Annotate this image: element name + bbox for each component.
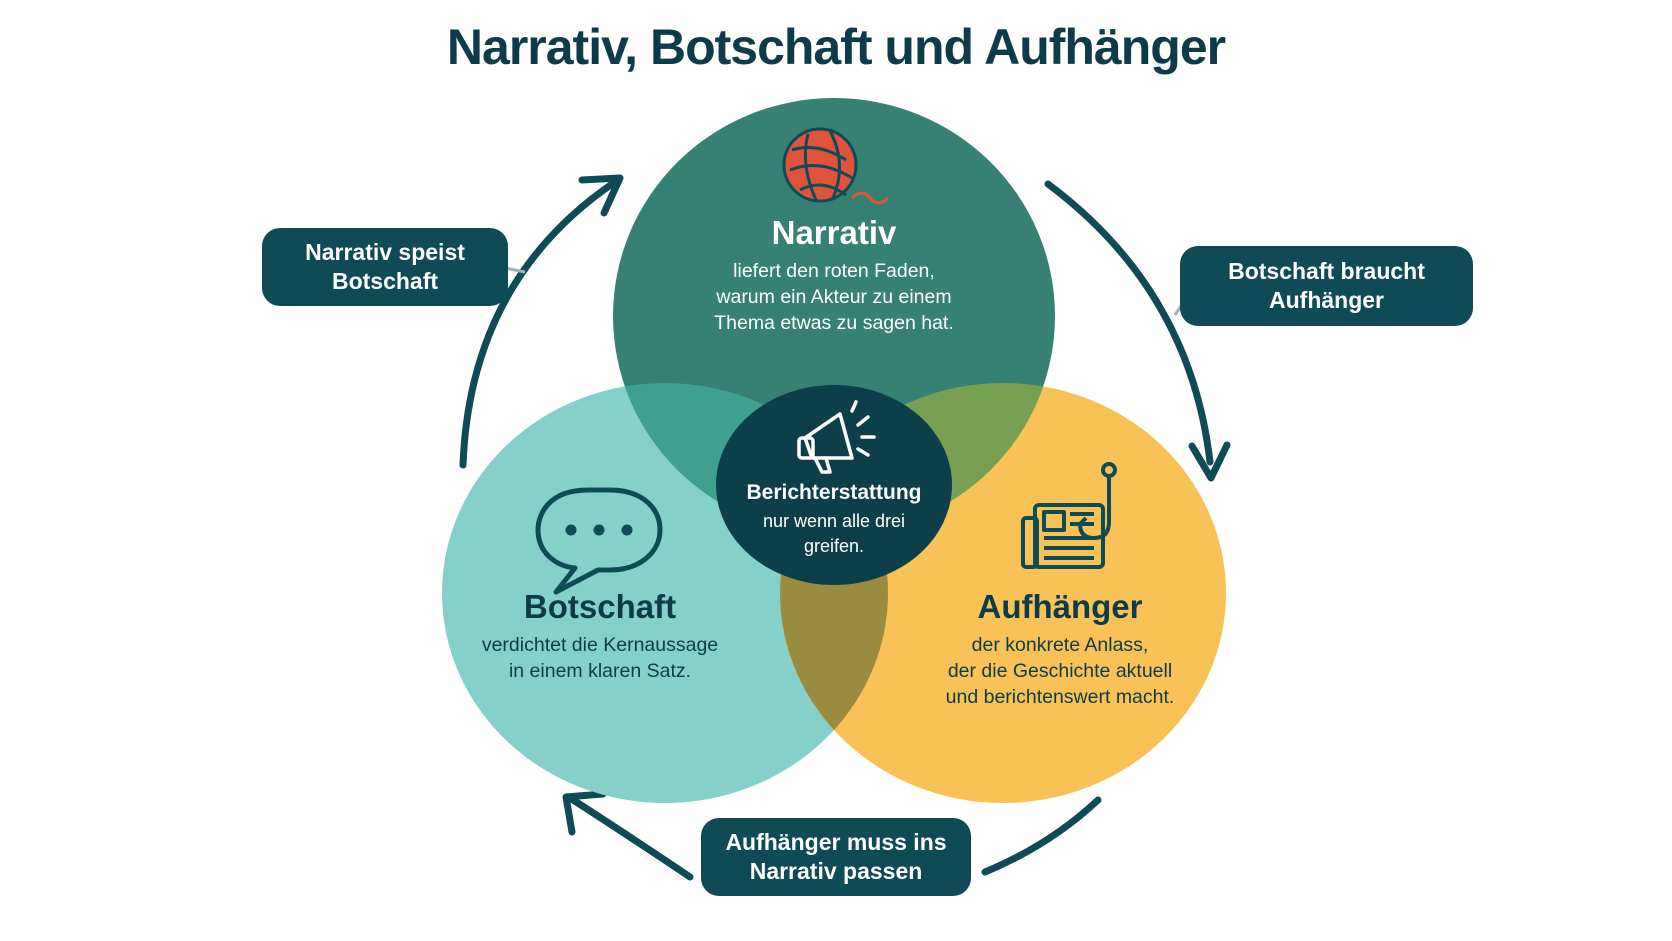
label-line: Aufhänger (1269, 287, 1384, 313)
arrow-right-down (1044, 180, 1214, 466)
label-narrativ-speist-botschaft: Narrativ speist Botschaft (262, 228, 508, 306)
speech-bubble-icon (535, 487, 663, 595)
narrativ-line: liefert den roten Faden, (733, 260, 935, 282)
botschaft-text-block: Botschaft verdichtet die Kernaussage in … (450, 588, 750, 684)
aufhaenger-line: der konkrete Anlass, (971, 634, 1149, 656)
aufhaenger-text-block: Aufhänger der konkrete Anlass, der die G… (910, 588, 1210, 710)
arrow-left-up-head (578, 174, 624, 217)
botschaft-line: verdichtet die Kernaussage (481, 634, 719, 656)
venn-circles (442, 98, 1226, 803)
center-circle (716, 385, 952, 585)
page-title: Narrativ, Botschaft und Aufhänger (446, 19, 1226, 75)
center-line: nur wenn alle drei (762, 511, 906, 531)
arrow-bottom-right (981, 796, 1102, 876)
cycle-arrows (459, 174, 1231, 881)
yarn-ball-icon (782, 127, 890, 205)
label-line: Botschaft braucht (1228, 258, 1425, 284)
botschaft-line: in einem klaren Satz. (508, 660, 692, 682)
arrow-left-up (459, 178, 619, 469)
narrativ-text-block: Narrativ liefert den roten Faden, warum … (654, 214, 1014, 336)
aufhaenger-heading: Aufhänger (977, 588, 1143, 625)
arrow-bottom-left (566, 794, 694, 881)
newspaper-hook-icon (1021, 462, 1117, 569)
megaphone-icon (797, 400, 876, 474)
label-line: Aufhänger muss ins (725, 829, 947, 855)
label-line: Botschaft (331, 268, 439, 294)
narrativ-heading: Narrativ (771, 214, 897, 251)
narrativ-line: Thema etwas zu sagen hat. (714, 312, 954, 334)
narrativ-line: warum ein Akteur zu einem (716, 286, 952, 308)
center-line: greifen. (803, 536, 865, 556)
arrow-right-down-head (1188, 441, 1231, 482)
aufhaenger-line: und berichtenswert macht. (945, 686, 1175, 708)
connector-left (504, 266, 526, 274)
center-text-block: Berichterstattung nur wenn alle drei gre… (714, 481, 954, 559)
aufhaenger-line: der die Geschichte aktuell (947, 660, 1173, 682)
label-line: Narrativ passen (749, 858, 923, 884)
center-heading: Berichterstattung (746, 481, 922, 504)
label-botschaft-braucht-aufhaenger: Botschaft braucht Aufhänger (1180, 246, 1473, 326)
arrow-bottom-left-head (562, 790, 607, 836)
label-aufhaenger-muss-ins-narrativ: Aufhänger muss ins Narrativ passen (701, 818, 971, 896)
label-line: Narrativ speist (305, 239, 465, 265)
botschaft-heading: Botschaft (523, 588, 677, 625)
